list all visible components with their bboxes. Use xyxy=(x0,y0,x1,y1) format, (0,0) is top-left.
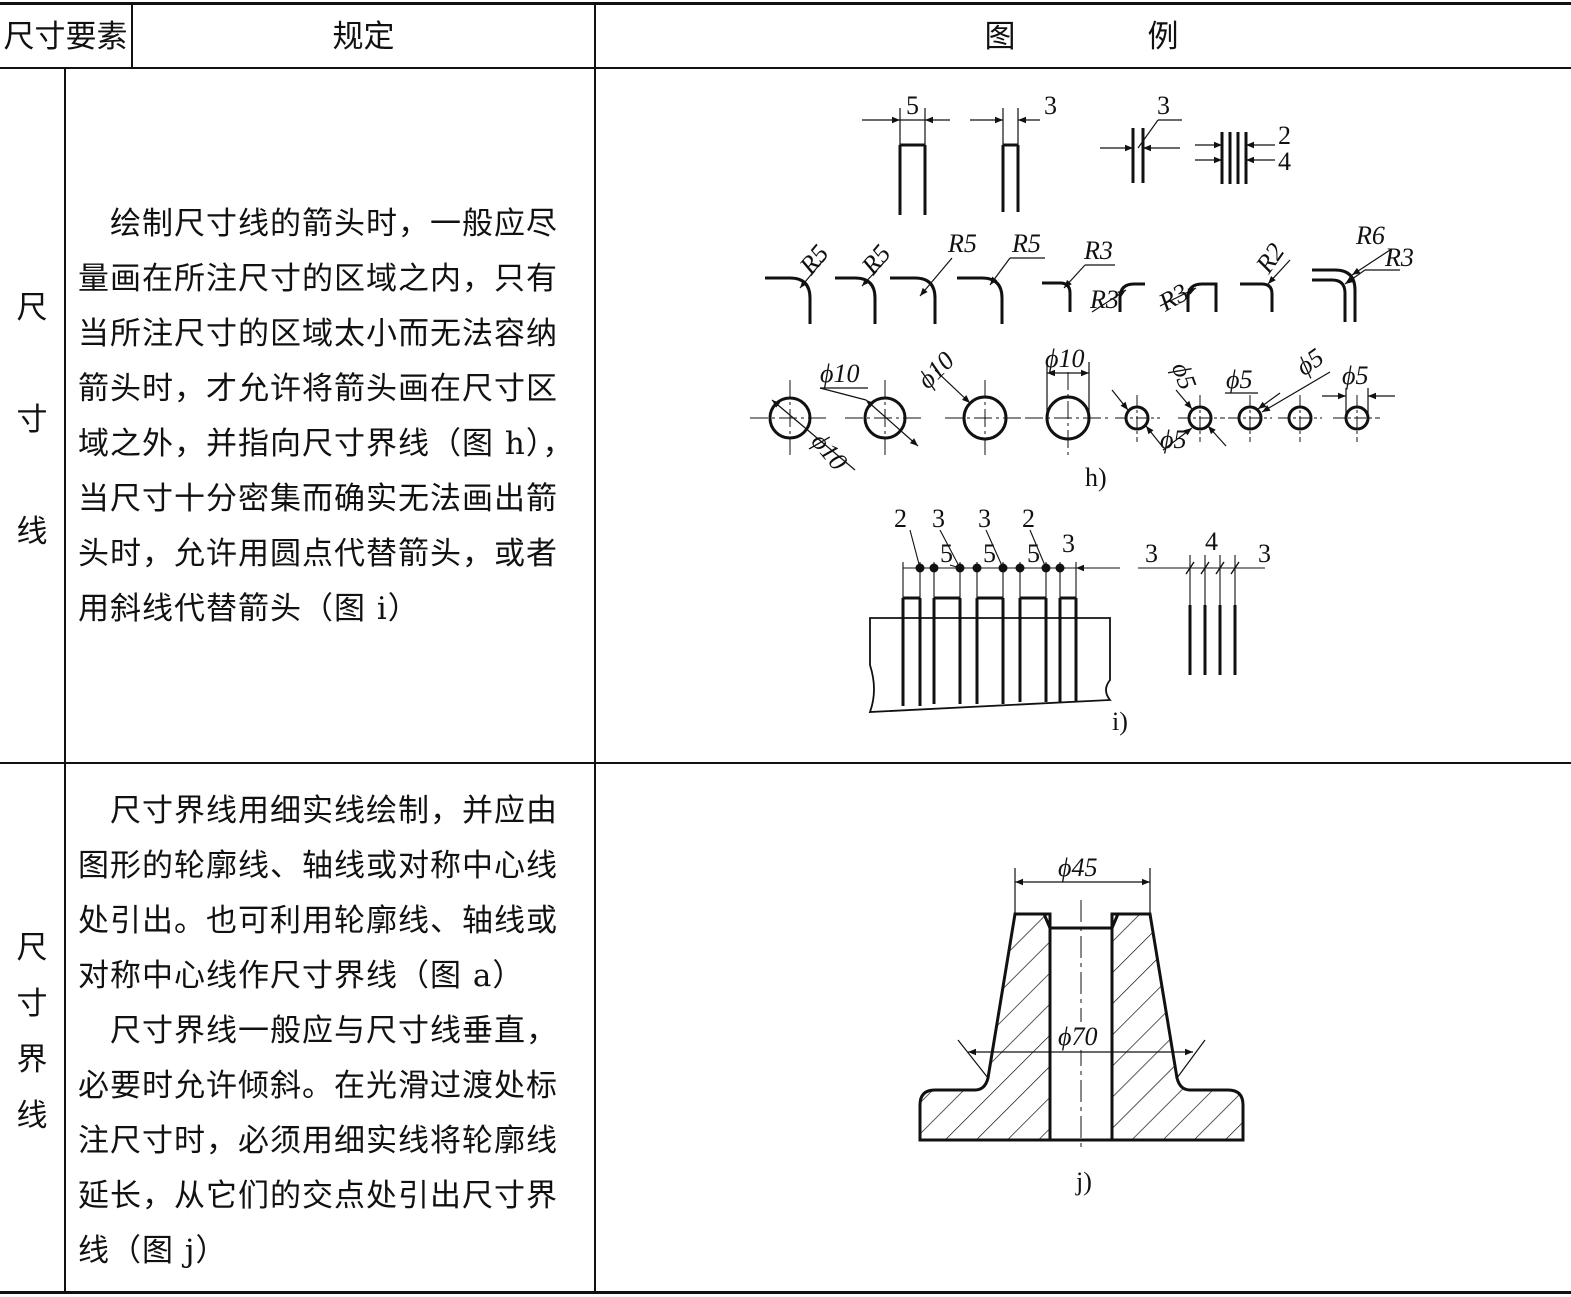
row1-element-char: 寸 xyxy=(16,402,48,438)
row1-element-char: 线 xyxy=(16,514,48,550)
i-slots xyxy=(901,596,1078,706)
i-label: 3 xyxy=(1145,539,1158,568)
i-label: 2 xyxy=(1022,504,1035,533)
h-radius-row xyxy=(765,268,1357,324)
rule-line: 量画在所注尺寸的区域之内，只有 xyxy=(78,261,558,297)
h-label: R2 xyxy=(1249,238,1290,279)
figure-i xyxy=(868,529,1265,713)
h-label: R5 xyxy=(947,229,977,258)
h-label: 4 xyxy=(1278,147,1291,176)
h-label: ϕ10 xyxy=(820,359,859,388)
h-label: 3 xyxy=(1044,91,1057,120)
h-label: ϕ10 xyxy=(1045,344,1084,373)
header-figure-a: 图 xyxy=(984,19,1016,55)
h-label: 2 xyxy=(1278,121,1291,150)
j-right-section xyxy=(1110,912,1245,1142)
h-dim-3 xyxy=(970,108,1040,212)
rule-line: 必要时允许倾斜。在光滑过渡处标 xyxy=(78,1068,558,1104)
figure-j-labels: ϕ45 ϕ70 j) xyxy=(1058,853,1108,1196)
figure-j-caption: j) xyxy=(1075,1167,1092,1196)
i-dots xyxy=(915,563,1065,573)
rule-line: 延长，从它们的交点处引出尺寸界 xyxy=(78,1178,558,1214)
i-label: 5 xyxy=(940,539,953,568)
h-label: R3 xyxy=(1083,236,1113,265)
rule-line: 注尺寸时，必须用细实线将轮廓线 xyxy=(78,1123,558,1159)
row2-rule-text: 尺寸界线用细实线绘制，并应由 图形的轮廓线、轴线或对称中心线 处引出。也可利用轮… xyxy=(78,784,590,1279)
figure-h xyxy=(750,108,1400,471)
figure-i-labels: 2 3 3 2 5 5 5 3 3 4 3 i) xyxy=(894,504,1271,736)
rule-line: 对称中心线作尺寸界线（图 a） xyxy=(78,958,525,994)
h-label: ϕ5 xyxy=(1226,365,1252,394)
h-label: R3 xyxy=(1384,243,1414,272)
rule-line: 域之外，并指向尺寸界线（图 h）， xyxy=(78,426,575,462)
i-label: 3 xyxy=(1258,539,1271,568)
figure-j xyxy=(918,868,1245,1150)
h-dim-5 xyxy=(862,108,950,215)
figure-h-caption: h) xyxy=(1085,463,1107,492)
j-label-top: ϕ45 xyxy=(1058,853,1097,882)
rule-line: 头时，允许用圆点代替箭头，或者 xyxy=(78,536,558,572)
h-dim-2-4 xyxy=(1195,132,1275,184)
header-col-divider xyxy=(131,2,133,68)
table-top-border xyxy=(0,2,1571,5)
i-label: 5 xyxy=(1027,539,1040,568)
h-radius-leaders xyxy=(799,249,1400,313)
row2-element-char: 尺 xyxy=(16,930,48,966)
rule-line: 线（图 j） xyxy=(78,1233,228,1269)
rule-line: 箭头时，才允许将箭头画在尺寸区 xyxy=(78,371,558,407)
row2-element-char: 线 xyxy=(16,1098,48,1134)
row-divider xyxy=(0,762,1571,764)
element-col-divider xyxy=(64,67,66,1293)
h-label: R3 xyxy=(1089,285,1119,314)
header-rule: 规定 xyxy=(332,19,395,55)
rule-line: 当所注尺寸的区域太小而无法容纳 xyxy=(78,316,558,352)
h-label: ϕ5 xyxy=(1160,425,1186,454)
rule-col-divider xyxy=(594,2,596,1293)
row2-element-char: 寸 xyxy=(16,986,48,1022)
j-label-mid: ϕ70 xyxy=(1058,1022,1097,1051)
rule-line: 当尺寸十分密集而确实无法画出箭 xyxy=(78,481,558,517)
rule-line: 绘制尺寸线的箭头时，一般应尽 xyxy=(78,206,558,242)
i-label: 3 xyxy=(1062,529,1075,558)
header-element: 尺寸要素 xyxy=(3,19,128,55)
i-oblique-dims xyxy=(1138,555,1265,675)
header-bottom-border xyxy=(0,67,1571,69)
row1-rule-text: 绘制尺寸线的箭头时，一般应尽 量画在所注尺寸的区域之内，只有 当所注尺寸的区域太… xyxy=(78,197,590,637)
row2-element: 尺 寸 界 线 xyxy=(0,922,64,1135)
h-label: 5 xyxy=(906,91,919,120)
i-label: 3 xyxy=(978,504,991,533)
row2-element-char: 界 xyxy=(16,1042,48,1078)
rule-line: 图形的轮廓线、轴线或对称中心线 xyxy=(78,848,558,884)
h-label: R5 xyxy=(1011,229,1041,258)
h-leader-3 xyxy=(1100,119,1182,183)
h-label: R5 xyxy=(855,239,896,281)
i-label: 5 xyxy=(983,539,996,568)
j-left-section xyxy=(918,912,1052,1142)
header-figure-b: 例 xyxy=(1147,19,1179,55)
table-bottom-border xyxy=(0,1291,1571,1294)
figure-h-labels: 5 3 3 2 4 R5 R5 R5 R5 R3 R3 R3 R2 R6 R3 … xyxy=(793,91,1414,492)
i-label: 2 xyxy=(894,504,907,533)
rule-line: 尺寸界线用细实线绘制，并应由 xyxy=(78,793,558,829)
h-label: ϕ5 xyxy=(1166,359,1202,394)
h-label: R5 xyxy=(793,239,834,281)
i-label: 4 xyxy=(1205,527,1218,556)
rule-line: 处引出。也可利用轮廓线、轴线或 xyxy=(78,903,558,939)
row1-element-char: 尺 xyxy=(16,290,48,326)
h-diameter-row xyxy=(750,362,1395,471)
rule-line: 尺寸界线一般应与尺寸线垂直， xyxy=(78,1013,558,1049)
figure-i-caption: i) xyxy=(1112,707,1128,736)
h-label: ϕ5 xyxy=(1342,361,1368,390)
rule-line: 用斜线代替箭头（图 i） xyxy=(78,591,420,627)
i-part-outline xyxy=(868,617,1112,713)
h-label: 3 xyxy=(1157,91,1170,120)
i-label: 3 xyxy=(932,504,945,533)
row1-element: 尺 寸 线 xyxy=(0,282,64,551)
h-label: R6 xyxy=(1355,221,1385,250)
